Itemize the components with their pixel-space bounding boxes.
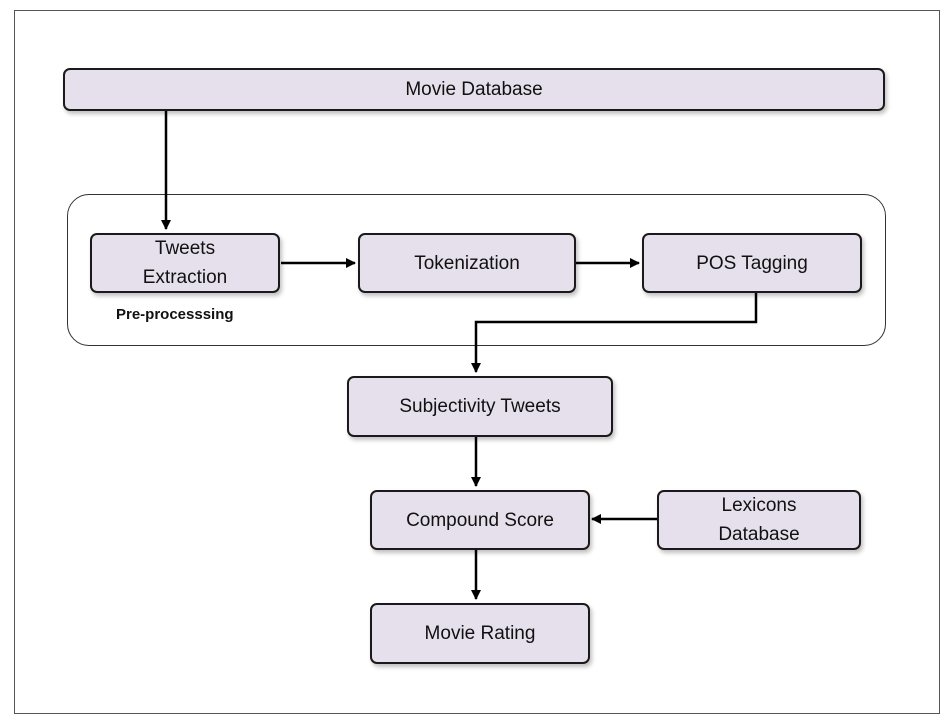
tweets-extraction-label-line1: Tweets	[154, 238, 216, 259]
movie-rating-node: Movie Rating	[370, 603, 590, 664]
pos-tagging-node: POS Tagging	[642, 233, 862, 293]
pos-tagging-label: POS Tagging	[696, 252, 808, 274]
compound-score-node: Compound Score	[370, 490, 590, 550]
preprocessing-group-label: Pre-processsing	[116, 306, 234, 323]
lexicons-database-label-line2: Database	[718, 524, 800, 545]
tweets-extraction-label-line2: Extraction	[142, 267, 228, 288]
tokenization-node: Tokenization	[358, 233, 576, 293]
subjectivity-tweets-node: Subjectivity Tweets	[347, 376, 613, 437]
lexicons-database-node: Lexicons Database	[657, 490, 861, 550]
tokenization-label: Tokenization	[414, 252, 520, 274]
movie-rating-label: Movie Rating	[424, 623, 536, 644]
compound-score-label: Compound Score	[406, 509, 554, 531]
movie-database-label: Movie Database	[405, 79, 543, 100]
lexicons-database-label-line1: Lexicons	[721, 495, 797, 516]
subjectivity-tweets-label: Subjectivity Tweets	[399, 396, 561, 417]
movie-database-node: Movie Database	[63, 68, 885, 111]
tweets-extraction-node: Tweets Extraction	[90, 233, 280, 293]
